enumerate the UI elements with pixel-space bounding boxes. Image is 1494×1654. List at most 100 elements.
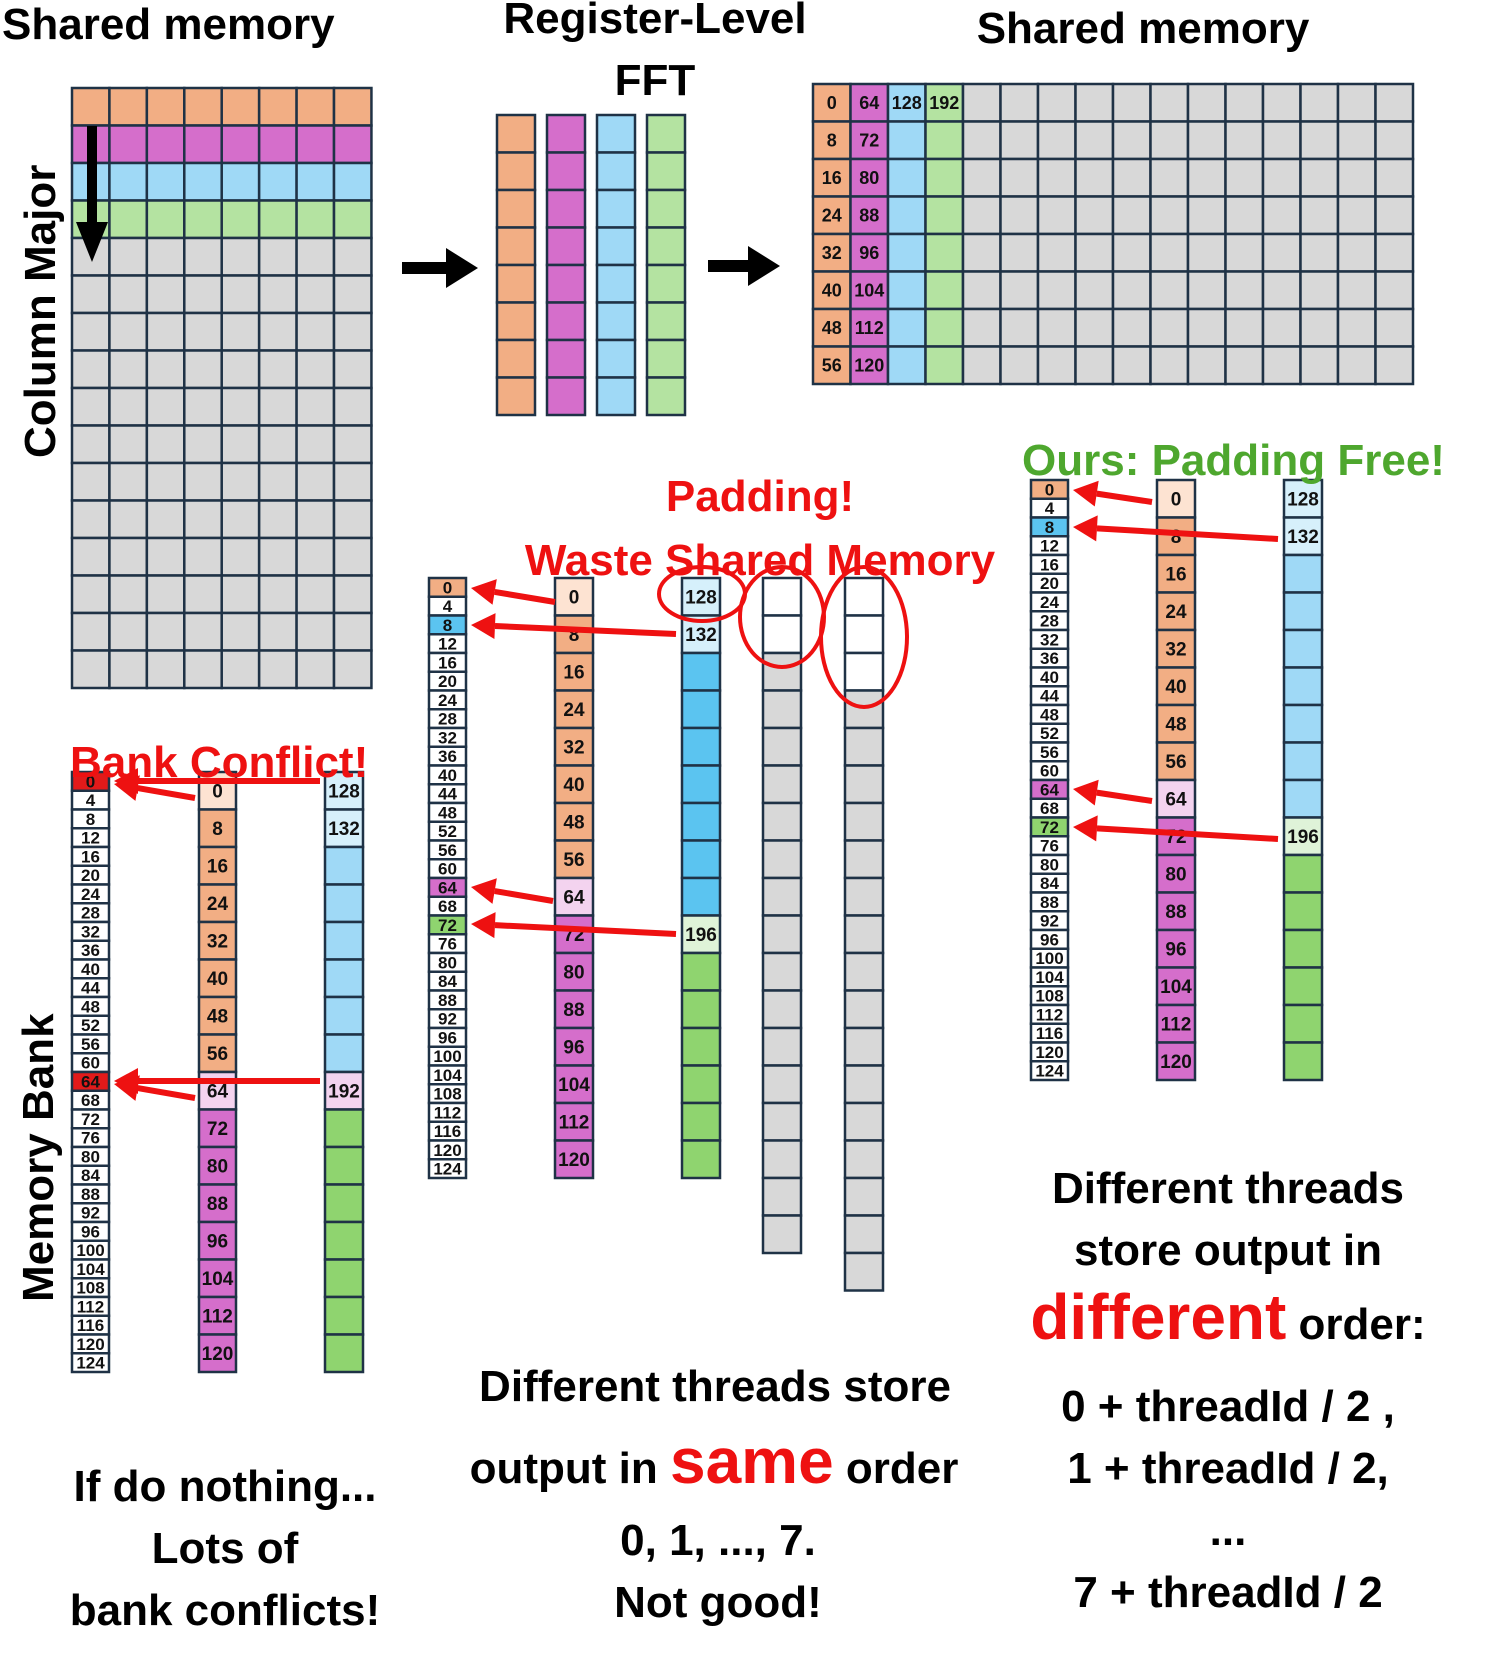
input-grid-cell: [108, 199, 149, 240]
padding-col-b-cell: [843, 951, 885, 992]
padding-bank-cell-label: 104: [433, 1066, 462, 1085]
conflict-bank-cell-label: 124: [76, 1354, 105, 1373]
output-grid-cell: [999, 82, 1040, 123]
register-cell: [595, 188, 637, 229]
output-grid-cell: [886, 345, 927, 386]
output-grid-cell: [961, 120, 1002, 161]
input-grid-cell: [332, 536, 373, 577]
padding-bank-cell-label: 24: [438, 691, 457, 710]
padding-bank-cell-label: 64: [438, 878, 457, 897]
conflict-bg-cell: [323, 845, 365, 886]
ours-bank-cell-label: 64: [1040, 780, 1059, 799]
output-grid-cell: [961, 82, 1002, 123]
padding-col-a-cell: [761, 614, 803, 655]
conflict-bank-cell-label: 44: [81, 979, 100, 998]
ours-bank-cell-label: 52: [1040, 724, 1059, 743]
ours-bank-cell-label: 96: [1040, 930, 1059, 949]
output-grid-cell-label: 56: [822, 356, 842, 376]
input-grid-cell: [295, 536, 336, 577]
output-grid-cell: [1261, 270, 1302, 311]
output-grid-cell-label: 112: [855, 318, 884, 338]
ours-thread-cell: [1155, 1041, 1197, 1082]
output-grid-cell: [1224, 120, 1265, 161]
input-grid-cell: [295, 274, 336, 315]
output-grid-cell: [1336, 270, 1377, 311]
input-grid-cell: [220, 199, 261, 240]
input-grid-cell: [183, 499, 223, 540]
conflict-bank-cell-label: 4: [86, 791, 96, 810]
padding-bg-cell: [680, 764, 722, 805]
ours-thread-cell: [1155, 666, 1197, 707]
right-caption-post: order:: [1286, 1300, 1426, 1349]
padding-col-a-cell: [761, 951, 803, 992]
output-grid-cell: [1149, 195, 1190, 236]
output-grid-cell: [1036, 120, 1077, 161]
conflict-bank-cell-label: 12: [81, 829, 100, 848]
padding-bank-cell-label: 100: [433, 1047, 461, 1066]
padding-thread-cell-label: 120: [558, 1150, 590, 1171]
output-grid-cell: [1224, 82, 1265, 123]
output-grid-cell: [924, 232, 965, 273]
input-grid-cell: [108, 386, 149, 427]
output-grid-cell: [1299, 345, 1340, 386]
padding-col-b-cell: [843, 1026, 885, 1067]
output-grid-cell: [1186, 307, 1227, 348]
ours-thread-cell-label: 80: [1165, 865, 1186, 886]
output-grid-cell: [999, 307, 1040, 348]
output-grid-cell-label: 72: [859, 131, 879, 151]
conflict-bg-cell-label: 192: [328, 1082, 360, 1103]
input-grid-cell: [183, 161, 223, 202]
input-grid-cell: [108, 536, 149, 577]
ours-bg-cell: [1282, 741, 1324, 782]
padding-bg-cell: [680, 1139, 722, 1180]
padding-bg-cell: [680, 876, 722, 917]
output-grid-cell: [1299, 157, 1340, 198]
input-grid-cell: [220, 499, 261, 540]
input-grid-cell: [332, 86, 373, 127]
ours-thread-cell: [1155, 478, 1197, 519]
input-grid-cell: [70, 611, 111, 652]
padding-col-a-cell: [761, 801, 803, 842]
ours-bank-cell-label: 28: [1040, 612, 1059, 631]
conflict-thread-cell-label: 88: [207, 1194, 228, 1215]
input-grid-cell: [257, 161, 298, 202]
register-cell: [595, 151, 637, 192]
right-caption-line6: ...: [1209, 1506, 1247, 1555]
output-grid-cell: [1186, 120, 1227, 161]
conflict-bank-cell-label: 24: [81, 885, 100, 904]
input-grid-cell: [145, 649, 186, 690]
padding-bg-cell: [680, 1101, 722, 1142]
input-grid-cell: [332, 574, 373, 615]
input-grid-cell: [220, 349, 261, 390]
padding-arrow-8-head: [471, 613, 496, 640]
padding-arrow-64-shaft: [494, 888, 554, 904]
padding-col-a-cell: [761, 764, 803, 805]
ours-thread-cell: [1155, 966, 1197, 1007]
shared-memory-title-right: Shared memory: [976, 4, 1310, 53]
output-grid-cell: [1149, 82, 1190, 123]
ours-bg-cell: [1282, 1003, 1324, 1044]
input-grid-cell: [108, 499, 149, 540]
input-grid-cell: [108, 349, 149, 390]
padding-thread-cell-label: 88: [563, 1000, 584, 1021]
output-grid-cell: [1224, 232, 1265, 273]
output-grid-cell: [1261, 232, 1302, 273]
conflict-thread-cell: [197, 1183, 238, 1224]
output-grid-cell: [1074, 82, 1115, 123]
input-grid-cell: [220, 611, 261, 652]
ours-thread-cell-label: 96: [1165, 940, 1186, 961]
padding-thread-cell-label: 104: [558, 1075, 590, 1096]
conflict-bg-cell: [323, 1108, 365, 1149]
output-grid-cell: [1149, 345, 1190, 386]
ours-bank-cell-label: 60: [1040, 762, 1059, 781]
right-caption-line4: 0 + threadId / 2 ,: [1061, 1382, 1395, 1431]
input-grid-cell: [332, 199, 373, 240]
input-grid-cell: [70, 536, 111, 577]
output-grid-cell: [961, 232, 1002, 273]
padding-bank-cell-label: 96: [438, 1028, 457, 1047]
padding-thread-cell: [553, 951, 595, 992]
padding-thread-cell-label: 16: [563, 663, 584, 684]
padding-thread-cell: [553, 801, 595, 842]
output-grid-cell: [1149, 270, 1190, 311]
